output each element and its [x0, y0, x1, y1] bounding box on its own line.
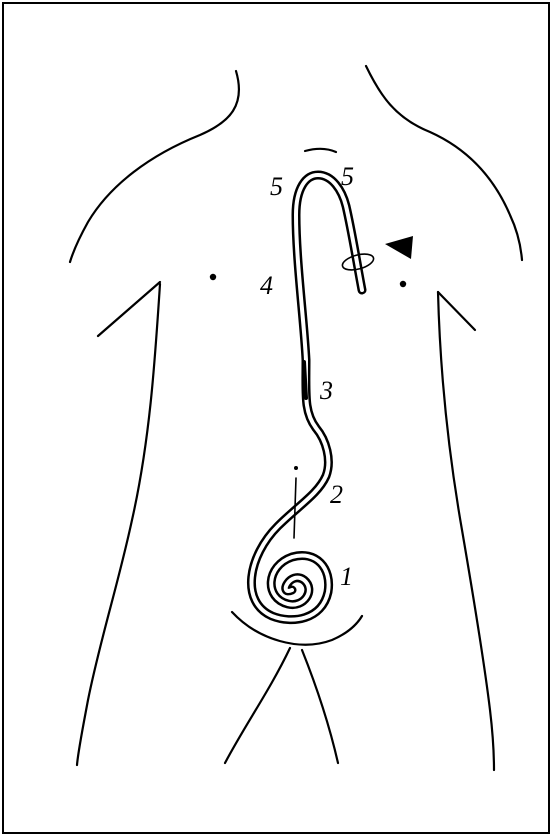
label-1: 1	[340, 562, 353, 591]
left-nipple	[210, 274, 216, 280]
right-torso-side	[438, 292, 494, 770]
collarbone	[305, 149, 336, 152]
label-5-right: 5	[341, 162, 354, 191]
label-3: 3	[319, 376, 333, 405]
left-thigh	[225, 648, 290, 763]
tube-path	[251, 175, 362, 620]
tube-thickened-segment	[304, 362, 306, 398]
neck-left	[70, 71, 239, 262]
right-arm-inner	[438, 292, 475, 330]
neck-right	[366, 66, 522, 260]
right-thigh	[302, 650, 338, 763]
label-4: 4	[260, 271, 273, 300]
body-outline	[70, 66, 522, 770]
left-arm-inner	[98, 282, 160, 336]
exit-site-tick	[294, 478, 296, 538]
exit-site-dot	[294, 466, 298, 470]
right-nipple	[400, 281, 406, 287]
arrowhead-icon	[385, 236, 413, 259]
label-5-left: 5	[270, 172, 283, 201]
label-2: 2	[330, 480, 343, 509]
left-torso-side	[77, 284, 160, 765]
